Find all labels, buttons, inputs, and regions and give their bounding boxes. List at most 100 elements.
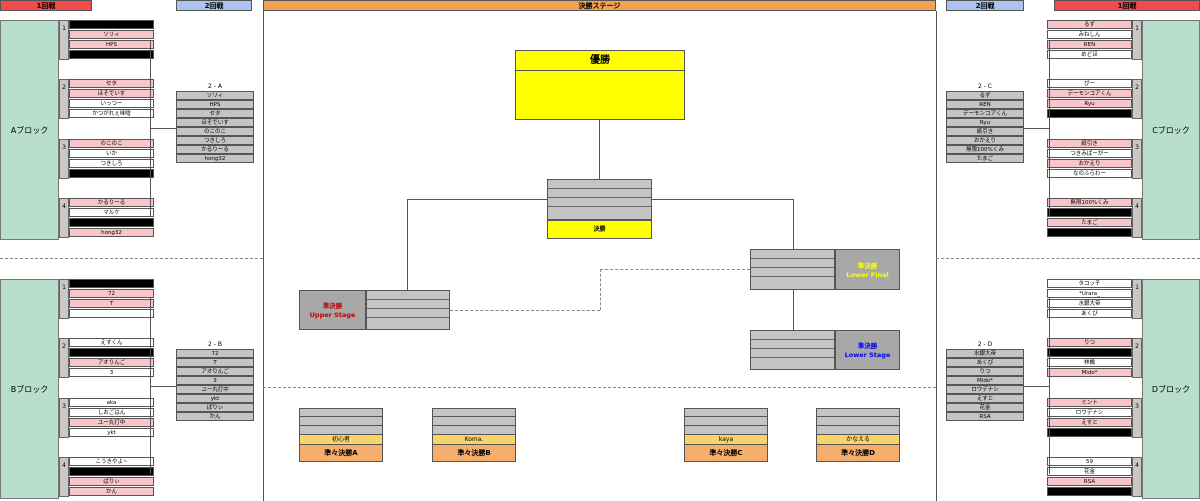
player-slot: みねしん	[1047, 30, 1132, 39]
connector-d-h	[1024, 386, 1050, 387]
quarterfinal-a: 初心者 準々決勝A	[299, 408, 383, 462]
round2-slot: 3	[176, 376, 254, 385]
player-slot: T	[69, 299, 154, 308]
player-slot: おかえり	[1047, 159, 1132, 168]
group-connector	[144, 40, 151, 41]
group-number: 3	[59, 398, 69, 438]
group-number: 2	[59, 79, 69, 119]
left-divider	[0, 258, 263, 259]
player-slot: ykt	[69, 428, 154, 437]
player-slot	[1047, 487, 1132, 496]
player-slot: かるりーる	[69, 198, 154, 207]
quarterfinal-c-name: kaya	[684, 435, 768, 445]
round2-slot: Mido*	[946, 376, 1024, 385]
player-slot: えすくん	[69, 338, 154, 347]
player-slot: 水銀大帝	[1047, 299, 1132, 308]
group-connector	[144, 159, 151, 160]
player-slot: セタ	[69, 79, 154, 88]
player-slot: Mido*	[1047, 368, 1132, 377]
lf-down	[793, 290, 794, 330]
lower-stage-box	[750, 330, 835, 370]
round2-slot: 72	[176, 349, 254, 358]
group-connector	[144, 218, 151, 219]
round2-slot: 紙引き	[946, 127, 1024, 136]
group-number: 4	[59, 457, 69, 497]
player-slot: タコッチ	[1047, 279, 1132, 288]
group-number: 2	[59, 338, 69, 378]
round2-slot: ユー丸打中	[176, 385, 254, 394]
round2-b-title: 2 - B	[208, 341, 222, 348]
round2-a-title: 2 - A	[208, 83, 222, 90]
lf-dashed-v	[600, 269, 601, 310]
round2-c-title: 2 - C	[978, 83, 992, 90]
round2-slot: りつ	[946, 367, 1024, 376]
gf-left-v	[407, 199, 408, 290]
player-slot: ぴー	[1047, 79, 1132, 88]
lower-final-line2: Lower Final	[846, 271, 889, 279]
lower-stage-line2: Lower Stage	[844, 351, 891, 359]
round2-slot: つきしろ	[176, 136, 254, 145]
player-slot	[1047, 208, 1132, 217]
final-stage-header: 決勝ステージ	[263, 0, 936, 11]
player-slot	[69, 50, 154, 59]
player-slot: RSA	[1047, 477, 1132, 486]
round2-slot: REN	[946, 100, 1024, 109]
connector-a-h	[150, 128, 176, 129]
player-slot: ミント	[1047, 398, 1132, 407]
group-number: 1	[59, 20, 69, 60]
player-slot: マルケ	[69, 208, 154, 217]
right-round2-header: 2回戦	[946, 0, 1024, 11]
player-slot	[69, 20, 154, 29]
player-slot: ソリィ	[69, 30, 154, 39]
grand-final-label: 決勝	[547, 220, 652, 239]
player-slot: ロウデナシ	[1047, 408, 1132, 417]
connector-c-h	[1024, 128, 1050, 129]
round2-slot: ほそでいす	[176, 118, 254, 127]
player-slot: つきみばーがー	[1047, 149, 1132, 158]
group-number: 2	[1132, 338, 1142, 378]
group-number: 3	[1132, 139, 1142, 179]
player-slot: HPS	[69, 40, 154, 49]
group-connector	[144, 477, 151, 478]
lf-dashed-h	[600, 269, 750, 270]
stage-divider	[263, 387, 936, 388]
round2-slot: おかえり	[946, 136, 1024, 145]
round2-slot: アオりんご	[176, 367, 254, 376]
player-slot: 3	[69, 368, 154, 377]
player-slot	[69, 348, 154, 357]
round2-slot: るず	[946, 91, 1024, 100]
upper-stage-box	[366, 290, 450, 330]
us-dashed-h	[450, 310, 600, 311]
group-connector	[144, 418, 151, 419]
stage-left-border	[263, 11, 264, 501]
lower-stage-label: 準決勝 Lower Stage	[835, 330, 900, 370]
round2-slot: あくび	[946, 358, 1024, 367]
player-slot: たまご	[1047, 218, 1132, 227]
round2-slot: 無限100%くみ	[946, 145, 1024, 154]
round2-slot: ロウデナシ	[946, 385, 1024, 394]
round2-d-title: 2 - D	[977, 341, 993, 348]
gf-right-h	[652, 199, 793, 200]
upper-stage-label: 準決勝 Upper Stage	[299, 290, 366, 330]
round2-slot: RSA	[946, 412, 1024, 421]
player-slot: るず	[1047, 20, 1132, 29]
lower-final-box	[750, 249, 835, 290]
lower-final-line1: 準決勝	[857, 262, 878, 270]
group-connector	[144, 299, 151, 300]
player-slot: かつがれぇ味噌	[69, 109, 154, 118]
player-slot: りつ	[1047, 338, 1132, 347]
player-slot: *Urara_	[1047, 289, 1132, 298]
group-number: 2	[1132, 79, 1142, 119]
connector-b-h	[150, 386, 176, 387]
player-slot	[69, 467, 154, 476]
group-number: 1	[59, 279, 69, 319]
